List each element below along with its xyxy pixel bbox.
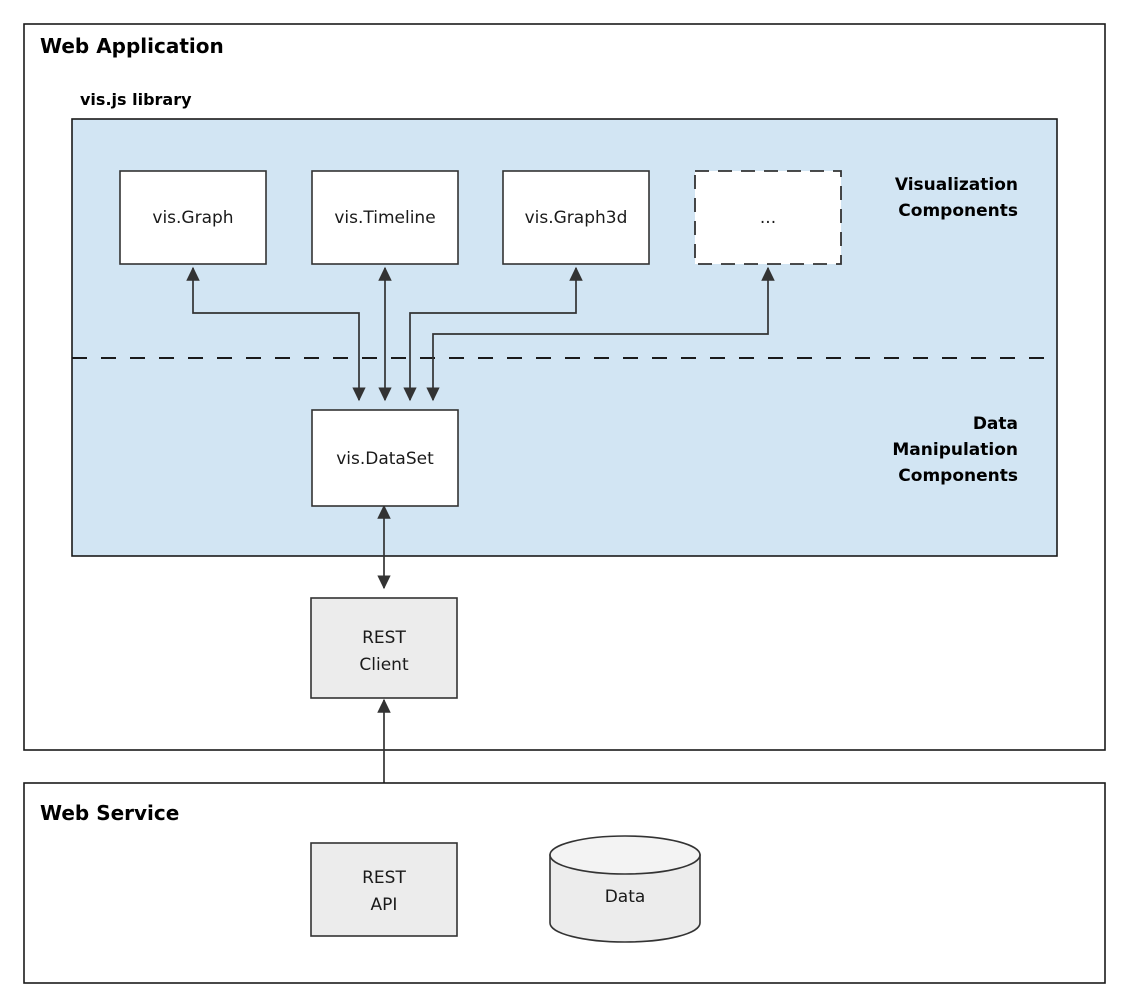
node-vis-timeline-label: vis.Timeline [334, 208, 435, 228]
node-data-store-label: Data [605, 887, 646, 907]
svg-text:Components: Components [898, 466, 1018, 486]
node-rest-api[interactable]: REST API [310, 842, 458, 937]
node-rest-api-label-line2: API [371, 895, 398, 915]
node-vis-dataset[interactable]: vis.DataSet [311, 409, 459, 507]
svg-text:Visualization: Visualization [895, 175, 1018, 195]
node-vis-timeline[interactable]: vis.Timeline [311, 170, 459, 265]
node-more-components-label: ... [760, 208, 776, 228]
node-rest-client[interactable]: REST Client [310, 597, 458, 699]
node-vis-graph[interactable]: vis.Graph [119, 170, 267, 265]
library-title: vis.js library [80, 90, 192, 109]
node-vis-graph3d[interactable]: vis.Graph3d [502, 170, 650, 265]
connector-more-components-dataset [426, 266, 775, 402]
svg-text:Data: Data [973, 414, 1018, 434]
data-manipulation-components-label: Data Manipulation Components [892, 414, 1018, 486]
node-vis-dataset-label: vis.DataSet [336, 449, 434, 469]
connector-vis-graph-dataset [186, 266, 366, 402]
node-rest-client-label-line1: REST [362, 628, 406, 648]
svg-text:Components: Components [898, 201, 1018, 221]
node-rest-api-label-line1: REST [362, 868, 406, 888]
node-rest-client-label-line2: Client [359, 655, 409, 675]
frame-web-service-title: Web Service [40, 801, 179, 825]
frame-web-application-title: Web Application [40, 34, 224, 58]
node-vis-graph-label: vis.Graph [152, 208, 233, 228]
node-data-store[interactable]: Data [549, 835, 701, 943]
node-vis-graph3d-label: vis.Graph3d [525, 208, 628, 228]
visualization-components-label: Visualization Components [895, 175, 1018, 221]
svg-text:Manipulation: Manipulation [892, 440, 1018, 460]
node-more-components[interactable]: ... [694, 170, 842, 265]
